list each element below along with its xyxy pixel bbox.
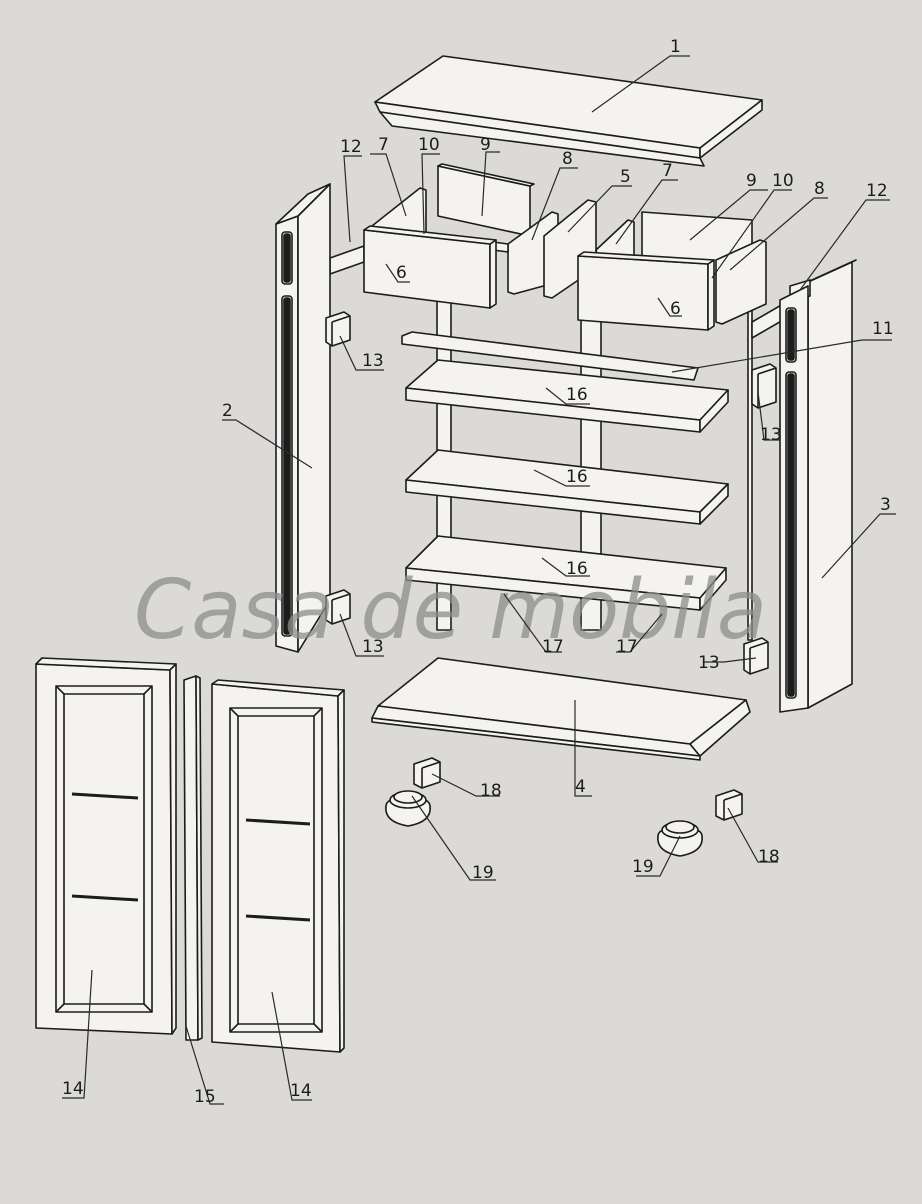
callout-19-right: 19: [632, 857, 654, 877]
left-side-panel: [275, 183, 331, 653]
callout-9-right: 9: [746, 171, 757, 191]
callout-17-left: 17: [542, 637, 564, 657]
callout-12-left: 12: [340, 137, 362, 157]
bottom-panel: [371, 657, 751, 761]
corner-block-lower-left: [325, 589, 351, 625]
bun-foot-left: [385, 790, 431, 827]
callout-8-left: 8: [562, 149, 573, 169]
shelf-lower: [405, 535, 727, 611]
door-left: [35, 657, 177, 1035]
callout-8-right: 8: [814, 179, 825, 199]
left-drawer-front: [363, 225, 497, 309]
corner-block-upper-right: [751, 363, 777, 409]
mullion-strip: [183, 675, 203, 1041]
foot-block-left: [413, 757, 441, 789]
callout-10-right: 10: [772, 171, 794, 191]
callout-2: 2: [222, 401, 233, 421]
callout-14-right: 14: [290, 1081, 312, 1101]
right-side-panel: [807, 259, 857, 709]
watermark: Casa de mobila: [134, 563, 767, 658]
bun-foot-right: [657, 820, 703, 857]
callout-17-right: 17: [616, 637, 638, 657]
callout-6-right: 6: [670, 299, 681, 319]
callout-7-left: 7: [378, 135, 389, 155]
front-rail: [401, 331, 699, 381]
callout-18-right: 18: [758, 847, 780, 867]
callout-18-left: 18: [480, 781, 502, 801]
callout-11: 11: [872, 319, 894, 339]
callout-12-right: 12: [866, 181, 888, 201]
corner-block-lower-right: [743, 637, 769, 675]
callout-14-left: 14: [62, 1079, 84, 1099]
door-right: [211, 679, 345, 1053]
callout-13-a: 13: [362, 351, 384, 371]
callout-1: 1: [670, 37, 681, 57]
right-drawer-front: [577, 251, 715, 331]
callout-leaders: [62, 55, 896, 1105]
callout-16-b: 16: [566, 467, 588, 487]
callout-10-left: 10: [418, 135, 440, 155]
right-side-panel-front: [779, 285, 809, 713]
callout-6-left: 6: [396, 263, 407, 283]
callout-labels: 1 2 3 4 5 6 6 7 7 8 8 9 9 10 10 11 12 12…: [62, 37, 894, 1107]
callout-13-d: 13: [698, 653, 720, 673]
callout-3: 3: [880, 495, 891, 515]
callout-16-a: 16: [566, 385, 588, 405]
callout-7-right: 7: [662, 161, 673, 181]
callout-5: 5: [620, 167, 631, 187]
callout-13-c: 13: [760, 425, 782, 445]
callout-16-c: 16: [566, 559, 588, 579]
callout-13-b: 13: [362, 637, 384, 657]
foot-block-right: [715, 789, 743, 821]
callout-4: 4: [575, 777, 586, 797]
right-drawer-side-right: [715, 239, 767, 325]
corner-block-upper-left: [325, 311, 351, 347]
shelf-upper: [405, 359, 729, 433]
callout-19-left: 19: [472, 863, 494, 883]
callout-9-left: 9: [480, 135, 491, 155]
top-panel: [374, 55, 763, 167]
callout-15: 15: [194, 1087, 216, 1107]
shelf-middle: [405, 449, 729, 525]
